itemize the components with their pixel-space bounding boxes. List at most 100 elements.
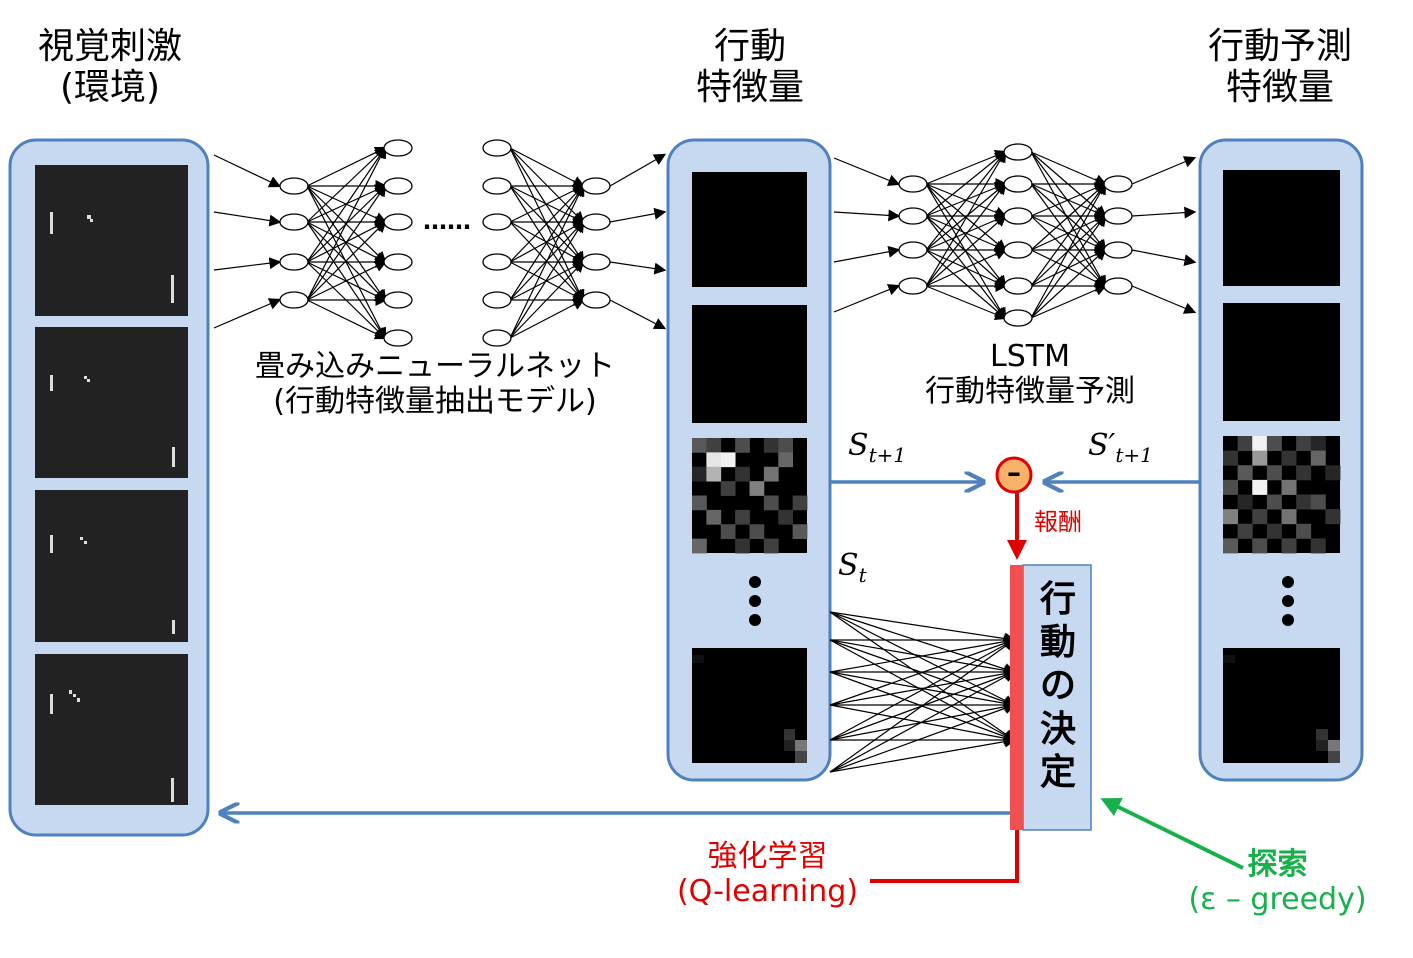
rl-label-line1: 強化学習 [707, 839, 828, 874]
feature-cell [1252, 509, 1268, 525]
action-feature-panel [666, 138, 832, 782]
predicted-feature-last [1223, 648, 1340, 763]
network-node [279, 177, 309, 195]
feature-cell [706, 438, 722, 453]
network-node [482, 139, 512, 157]
predicted-feature-map [1223, 436, 1341, 554]
network-edge [509, 147, 585, 265]
network-edge [829, 611, 1017, 707]
network-node [482, 253, 512, 271]
rl-connector [870, 830, 1019, 883]
feature-cell [1237, 494, 1253, 510]
feature-cell [1310, 538, 1326, 554]
network-edge [509, 183, 585, 339]
feature-cell [692, 495, 707, 511]
feature-cell [1266, 494, 1282, 510]
env-frame-3 [35, 490, 188, 642]
s-t-label: St [838, 548, 867, 587]
network-node [581, 291, 611, 309]
feature-cell [1310, 494, 1326, 510]
network-node [383, 139, 413, 157]
feature-cell [778, 438, 794, 453]
network-edge [829, 735, 1017, 773]
network-edge [306, 260, 388, 301]
decision-char-1: 行 [1039, 579, 1076, 620]
network-edge [829, 611, 1016, 742]
rl-label-line2: (Q-learning) [676, 873, 859, 909]
action-feature-last [692, 648, 807, 763]
network-node [898, 241, 928, 259]
s-pred-base: S′ [1088, 428, 1116, 463]
explore-label-line2: (ε – greedy) [1188, 881, 1367, 917]
network-edge [509, 298, 586, 339]
network-edge [1030, 151, 1107, 289]
network-edge [1030, 182, 1108, 217]
lstm-label-line1: LSTM [990, 339, 1070, 374]
feature-cell [792, 495, 808, 511]
feature-cell [778, 509, 794, 525]
explore-arrow [1100, 798, 1244, 870]
feature-cell [1266, 436, 1282, 452]
network-edge [829, 611, 1017, 675]
network-edge [213, 211, 282, 227]
s-next-base: S [848, 428, 869, 463]
network-edge [1030, 214, 1107, 319]
visual-title-line1: 視覚刺激 [37, 26, 182, 67]
explore-label-line1: 探索 [1247, 847, 1308, 882]
feature-cell [1252, 479, 1268, 495]
network-node [1003, 143, 1033, 161]
feature-cell [692, 466, 707, 482]
decision-box [1010, 564, 1092, 831]
network-edge [829, 638, 1016, 773]
s-next-sub: t+1 [868, 443, 907, 467]
feature-cell [1266, 465, 1282, 481]
feature-cell [778, 452, 794, 468]
feature-cell [692, 538, 707, 554]
network-node [898, 207, 928, 225]
network-edge [1030, 214, 1108, 251]
action-feature-map [692, 438, 808, 554]
feature-cell [720, 452, 736, 468]
feature-cell [1237, 523, 1253, 539]
network-edge [1030, 182, 1107, 287]
feature-cell [1266, 523, 1282, 539]
predicted-feature-title: 行動予測 特徴量 [1180, 26, 1380, 109]
network-node [1003, 207, 1033, 225]
feature-cell [1325, 465, 1341, 481]
cnn-network [213, 139, 667, 347]
network-node [581, 177, 611, 195]
s-t-sub: t [858, 563, 867, 587]
reward-label: 報酬 [1034, 508, 1082, 536]
network-node [383, 253, 413, 271]
network-edge [1131, 206, 1197, 219]
feature-cell [1281, 479, 1297, 495]
s-pred-sub: t+1 [1115, 443, 1153, 467]
env-frame-4 [35, 654, 188, 805]
network-node [383, 329, 413, 347]
network-edge [509, 219, 585, 339]
feature-cell [692, 438, 707, 453]
network-edge [925, 285, 1008, 320]
decision-char-5: 定 [1039, 751, 1076, 793]
rl-label: 強化学習 (Q-learning) [660, 839, 875, 909]
feature-cell [735, 466, 750, 482]
feature-cell [720, 481, 736, 496]
network-edge [925, 150, 1007, 251]
network-edge [509, 260, 585, 339]
network-edge [1030, 182, 1107, 251]
network-node [383, 177, 413, 195]
network-node [279, 253, 309, 271]
feature-cell [1296, 523, 1312, 539]
network-edge [829, 635, 1017, 673]
network-edge [306, 146, 387, 223]
network-node [279, 291, 309, 309]
pred-title-line1: 行動予測 [1207, 26, 1352, 67]
action-title-line1: 行動 [713, 26, 786, 67]
network-node [1103, 175, 1133, 193]
lstm-label-line2: 行動特徴量予測 [925, 373, 1135, 409]
network-edge [833, 284, 901, 313]
network-edge [925, 182, 1008, 217]
network-node [898, 175, 928, 193]
network-edge [925, 150, 1007, 217]
feature-cell [1296, 465, 1312, 481]
